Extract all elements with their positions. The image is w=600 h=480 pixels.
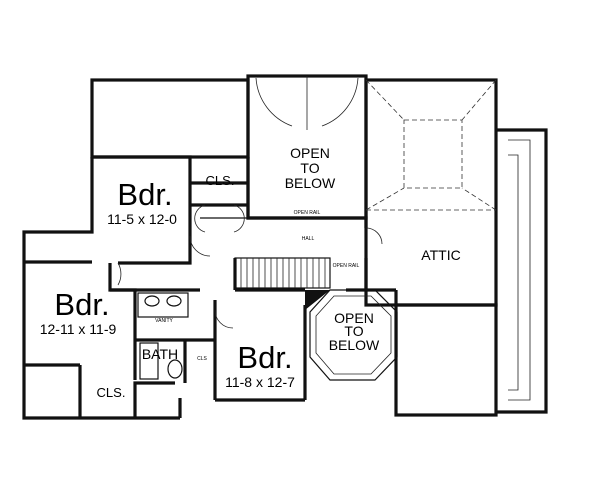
bedroom-top-name: Bdr. [117, 177, 172, 212]
open-top-line2: TO [300, 160, 319, 176]
open-octagon-line2: TO [344, 323, 363, 339]
bath-label: BATH [142, 346, 178, 362]
bedroom-top-size: 11-5 x 12-0 [107, 211, 177, 227]
closet-bath-label: CLS [197, 356, 207, 362]
open-octagon-line3: BELOW [329, 337, 380, 353]
open-top-arcs [255, 76, 359, 130]
attic-roof-lines [365, 79, 531, 401]
open-top-line3: BELOW [285, 175, 336, 191]
doors [117, 204, 383, 329]
attic-label: ATTIC [421, 247, 460, 263]
hall-label: HALL [302, 236, 315, 242]
closet-bottom-label: CLS. [97, 385, 126, 400]
bedroom-left-size: 12-11 x 11-9 [40, 321, 117, 337]
labels: Bdr. 11-5 x 12-0 Bdr. 12-11 x 11-9 Bdr. … [40, 145, 461, 400]
open-top-line1: OPEN [290, 145, 330, 161]
octagon-open-area [305, 289, 398, 381]
interior-walls [24, 155, 367, 418]
bath-fixtures [137, 292, 189, 380]
staircase [234, 257, 331, 289]
open-octagon-line1: OPEN [334, 310, 374, 326]
bedroom-bottom-size: 11-8 x 12-7 [225, 374, 295, 390]
open-rail-top-label: OPEN RAIL [294, 210, 321, 216]
bedroom-bottom-name: Bdr. [237, 340, 292, 375]
vanity-label: VANITY [155, 318, 173, 324]
closet-top-label: CLS. [206, 173, 235, 188]
open-rail-stair-label: OPEN RAIL [333, 263, 360, 269]
bedroom-left-name: Bdr. [54, 287, 109, 322]
